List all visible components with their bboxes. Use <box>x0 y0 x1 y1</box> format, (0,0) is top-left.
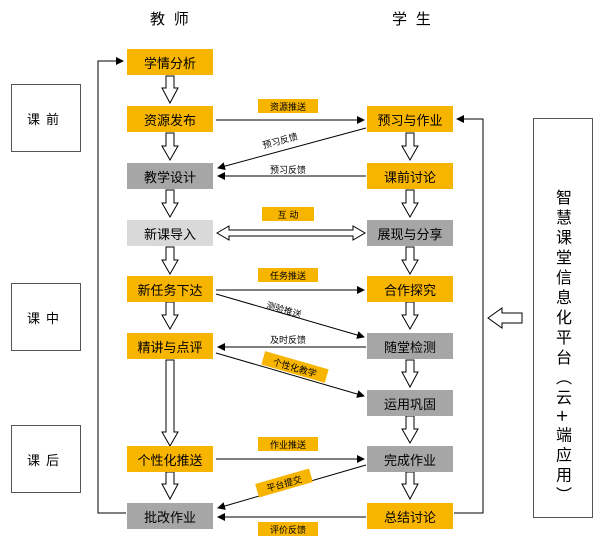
step-explain-review: 精讲与点评 <box>127 333 213 359</box>
label-timely-feedback: 及时反馈 <box>270 336 307 346</box>
label-evaluation-feedback: 评价反馈 <box>258 522 318 536</box>
label-homework-push: 作业推送 <box>258 437 318 451</box>
step-summary-discussion: 总结讨论 <box>367 503 453 529</box>
student-column-header: 学 生 <box>392 10 433 28</box>
step-in-class-test: 随堂检测 <box>367 333 453 359</box>
teacher-column-header: 教 师 <box>150 10 191 28</box>
step-resource-publish: 资源发布 <box>127 106 213 132</box>
label-resource-push: 资源推送 <box>258 99 318 113</box>
step-finish-homework: 完成作业 <box>367 446 453 472</box>
interaction-double-arrow <box>216 225 366 241</box>
step-personal-push: 个性化推送 <box>127 446 213 472</box>
teacher-loop-line <box>97 57 126 514</box>
label-task-push: 任务推送 <box>258 268 318 282</box>
step-show-share: 展现与分享 <box>367 220 453 246</box>
label-interaction: 互 动 <box>262 207 314 221</box>
step-learning-analysis: 学情分析 <box>127 49 213 75</box>
phase-before-class: 课前 <box>11 84 81 152</box>
platform-box: 智慧课堂信息化平台（云+端应用） <box>533 118 593 518</box>
step-apply-consolidate: 运用巩固 <box>367 390 453 416</box>
student-down-arrows <box>401 132 419 501</box>
phase-after-class: 课后 <box>11 425 81 493</box>
teacher-down-arrows <box>161 75 179 501</box>
step-task-assign: 新任务下达 <box>127 276 213 302</box>
step-cooperative-inquiry: 合作探究 <box>367 276 453 302</box>
platform-arrow <box>487 307 523 329</box>
step-preview-homework: 预习与作业 <box>367 106 453 132</box>
platform-label: 智慧课堂信息化平台（云+端应用） <box>553 189 572 507</box>
step-lesson-intro: 新课导入 <box>127 220 213 246</box>
step-pre-class-discussion: 课前讨论 <box>367 163 453 189</box>
phase-in-class: 课中 <box>11 283 81 351</box>
label-preview-feedback: 预习反馈 <box>270 166 307 176</box>
student-loop-line <box>454 115 484 514</box>
step-teaching-design: 教学设计 <box>127 163 213 189</box>
step-grade-homework: 批改作业 <box>127 503 213 529</box>
